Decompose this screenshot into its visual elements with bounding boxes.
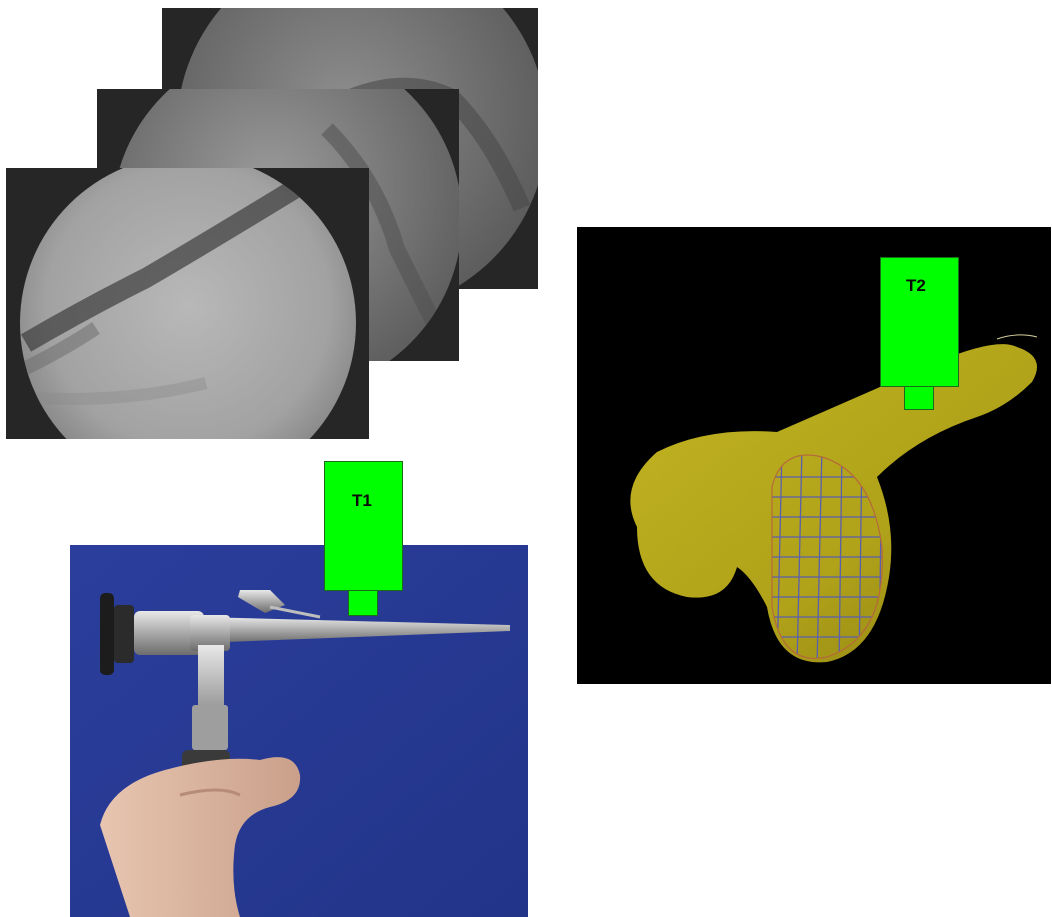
scope-tracker-t1 [324, 461, 403, 591]
arthroscope-photo [70, 545, 528, 917]
scope-tracker-t1-base [348, 590, 378, 616]
arthroscopy-frame-front-image [6, 168, 369, 439]
femur-model-illustration [577, 227, 1051, 684]
arthroscopy-frame-front [6, 168, 369, 439]
femur-model-view [577, 227, 1051, 684]
bone-tracker-t2-label: T2 [906, 276, 926, 296]
bone-tracker-t2-base [904, 386, 934, 410]
scope-tracker-t1-label: T1 [352, 491, 372, 511]
arthroscope-illustration [70, 545, 528, 917]
